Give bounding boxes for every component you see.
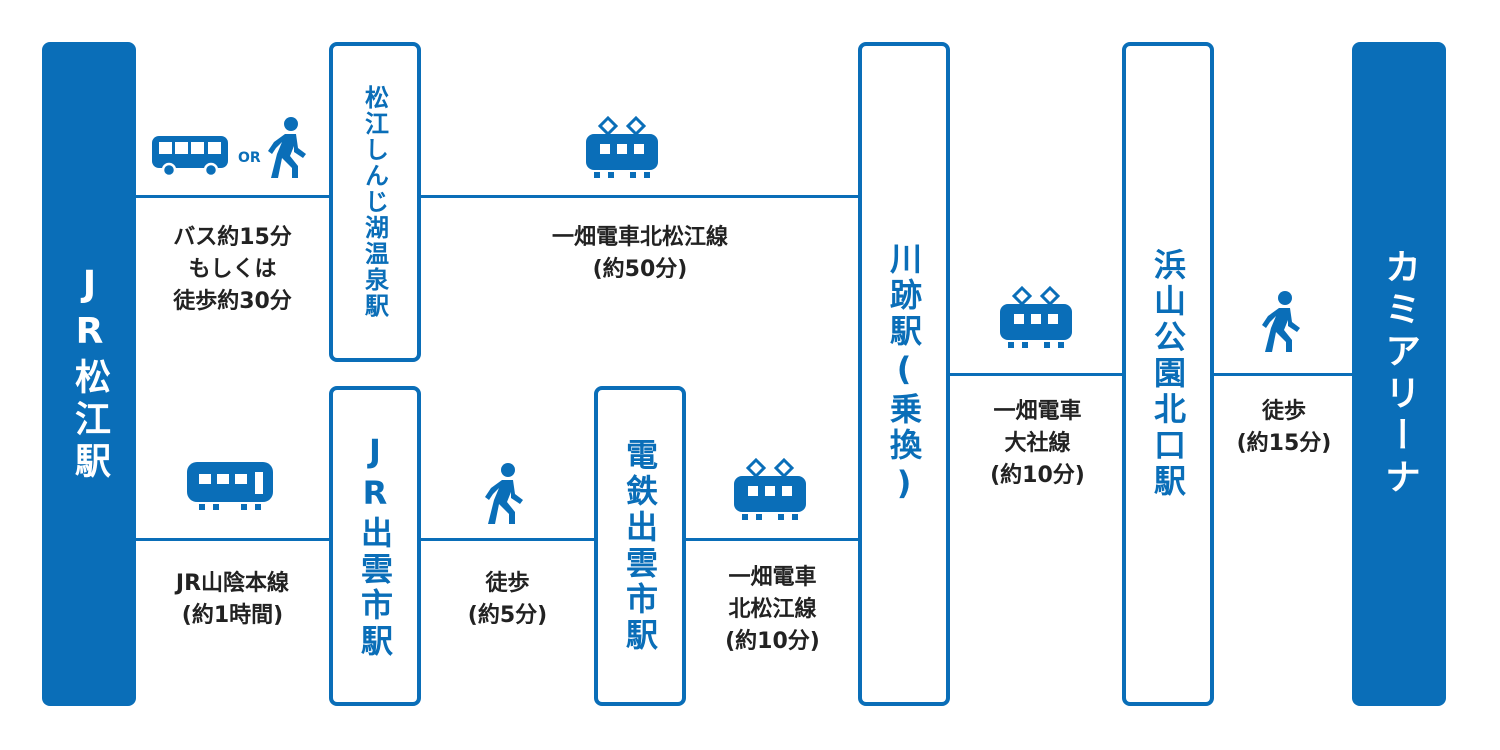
- caption-line: 徒歩約30分: [173, 289, 292, 314]
- train-icon: [1000, 286, 1072, 348]
- caption-line: 一畑電車: [728, 565, 817, 590]
- caption-line: 徒歩: [1261, 399, 1306, 424]
- station-jr-matsue-label: JR松江駅: [69, 264, 110, 484]
- train-icon: [586, 116, 658, 178]
- caption-line: (約1時間): [181, 603, 284, 628]
- caption-line: (約10分): [725, 629, 820, 654]
- station-dentetsu-izumoshi-label: 電鉄出雲市駅: [621, 438, 659, 654]
- caption-line: (約10分): [990, 463, 1085, 488]
- caption-jr-sanin: JR山陰本線 (約1時間): [140, 568, 325, 632]
- train-icon: [734, 458, 806, 520]
- caption-line: (約5分): [467, 603, 548, 628]
- caption-line: JR山陰本線: [175, 571, 290, 596]
- destination-kami-arena-label: カミアリーナ: [1379, 248, 1420, 500]
- caption-line: 徒歩: [485, 571, 530, 596]
- bus-icon: [152, 136, 228, 178]
- walk-icon: [1262, 291, 1300, 352]
- route-line-top: [135, 195, 860, 198]
- jr-train-icon: [187, 462, 273, 510]
- station-jr-izumoshi: JR出雲市駅: [329, 386, 421, 706]
- station-matsue-shinjiko-onsen-label: 松江しんじ湖温泉駅: [360, 85, 389, 319]
- caption-line: 大社線: [1004, 431, 1071, 456]
- caption-line: 北松江線: [728, 597, 817, 622]
- destination-kami-arena: カミアリーナ: [1352, 42, 1446, 706]
- station-hamayama-koen-kitaguchi-label: 浜山公園北口駅: [1149, 248, 1187, 500]
- caption-walk-15: 徒歩 (約15分): [1218, 396, 1350, 460]
- caption-taisha: 一畑電車 大社線 (約10分): [955, 396, 1120, 492]
- station-dentetsu-izumoshi: 電鉄出雲市駅: [594, 386, 686, 706]
- station-matsue-shinjiko-onsen: 松江しんじ湖温泉駅: [329, 42, 421, 362]
- caption-kita-matsue-long: 一畑電車北松江線 (約50分): [450, 222, 830, 286]
- caption-line: (約50分): [592, 257, 688, 282]
- station-kawato-label: 川跡駅(乗換): [885, 242, 923, 506]
- station-jr-matsue: JR松江駅: [42, 42, 136, 706]
- walk-icon: [485, 463, 523, 524]
- caption-walk-5: 徒歩 (約5分): [425, 568, 590, 632]
- route-line-bottom: [135, 538, 860, 541]
- caption-line: 一畑電車: [993, 399, 1082, 424]
- caption-bus-or-walk: バス約15分 もしくは 徒歩約30分: [140, 222, 325, 318]
- station-jr-izumoshi-label: JR出雲市駅: [356, 432, 394, 660]
- station-hamayama-koen-kitaguchi: 浜山公園北口駅: [1122, 42, 1214, 706]
- station-kawato: 川跡駅(乗換): [858, 42, 950, 706]
- walk-icon: [268, 117, 306, 178]
- caption-line: (約15分): [1236, 431, 1332, 456]
- caption-line: もしくは: [188, 257, 277, 282]
- caption-line: 一畑電車北松江線: [551, 225, 728, 250]
- caption-line: バス約15分: [173, 225, 292, 250]
- caption-kita-matsue-short: 一畑電車 北松江線 (約10分): [690, 562, 855, 658]
- or-label: OR: [238, 150, 261, 166]
